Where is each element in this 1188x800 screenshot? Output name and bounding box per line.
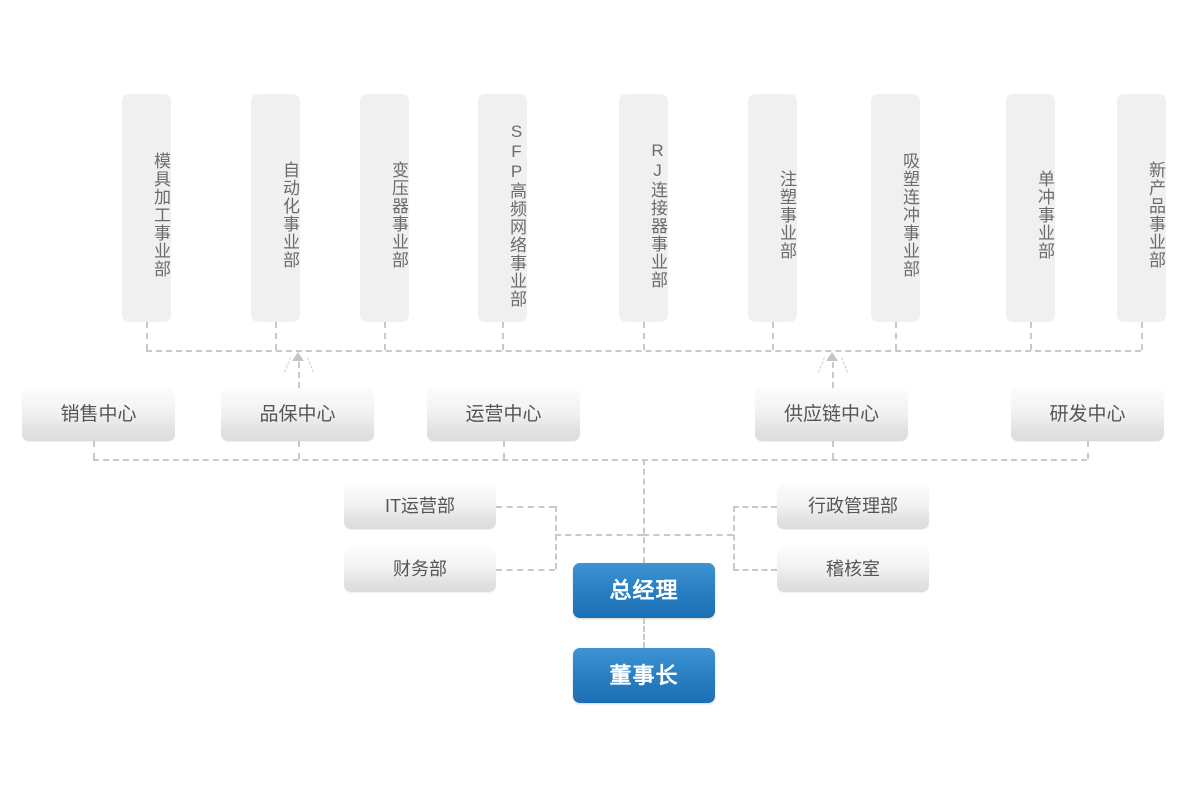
center-box-supplychain[interactable]: 供应链中心	[755, 388, 908, 441]
arrow-up-icon	[826, 352, 838, 361]
business-unit-bus-line	[146, 350, 1141, 352]
connector-drop	[384, 322, 386, 350]
business-unit-box[interactable]: RJ连接器事业部	[619, 94, 668, 322]
arrow-up-icon	[292, 352, 304, 361]
connector-up-quality	[298, 362, 300, 388]
connector-drop	[275, 322, 277, 350]
executive-box-chairman[interactable]: 董事长	[573, 648, 715, 703]
connector-drop	[832, 441, 834, 459]
department-box-audit[interactable]: 稽核室	[777, 547, 929, 592]
connector-left-to-spine	[555, 534, 643, 536]
connector-drop	[643, 322, 645, 350]
business-unit-box[interactable]: 变压器事业部	[360, 94, 409, 322]
connector-drop	[1087, 441, 1089, 459]
connector-spine-gm	[643, 459, 645, 563]
connector-drop	[503, 441, 505, 459]
connector-finance-branch	[496, 569, 555, 571]
center-box-sales[interactable]: 销售中心	[22, 388, 175, 441]
arrow-leg	[307, 357, 314, 373]
business-unit-box[interactable]: 吸塑连冲事业部	[871, 94, 920, 322]
business-unit-box[interactable]: 单冲事业部	[1006, 94, 1055, 322]
connector-drop	[93, 441, 95, 459]
business-unit-box[interactable]: 自动化事业部	[251, 94, 300, 322]
center-box-operations[interactable]: 运营中心	[427, 388, 580, 441]
arrow-leg	[841, 357, 848, 373]
connector-right-bracket	[733, 506, 735, 569]
arrow-leg	[284, 357, 291, 373]
connector-drop	[895, 322, 897, 350]
business-unit-box[interactable]: 新产品事业部	[1117, 94, 1166, 322]
business-unit-box[interactable]: SFP高频网络事业部	[478, 94, 527, 322]
department-box-it[interactable]: IT运营部	[344, 484, 496, 529]
center-box-quality[interactable]: 品保中心	[221, 388, 374, 441]
connector-drop	[502, 322, 504, 350]
arrow-leg	[818, 357, 825, 373]
connector-drop	[772, 322, 774, 350]
connector-admin-branch	[733, 506, 777, 508]
connector-drop	[298, 441, 300, 459]
connector-right-to-spine	[643, 534, 733, 536]
executive-box-general-manager[interactable]: 总经理	[573, 563, 715, 618]
department-box-finance[interactable]: 财务部	[344, 547, 496, 592]
business-unit-box[interactable]: 注塑事业部	[748, 94, 797, 322]
connector-drop	[1141, 322, 1143, 350]
connector-it-branch	[496, 506, 555, 508]
connector-left-bracket	[555, 506, 557, 569]
connector-gm-to-chairman	[643, 618, 645, 648]
connector-drop	[146, 322, 148, 350]
connector-audit-branch	[733, 569, 777, 571]
center-box-rnd[interactable]: 研发中心	[1011, 388, 1164, 441]
connector-drop	[1030, 322, 1032, 350]
business-unit-box[interactable]: 模具加工事业部	[122, 94, 171, 322]
connector-up-supplychain	[832, 362, 834, 388]
center-bus-line	[93, 459, 1087, 461]
department-box-admin[interactable]: 行政管理部	[777, 484, 929, 529]
